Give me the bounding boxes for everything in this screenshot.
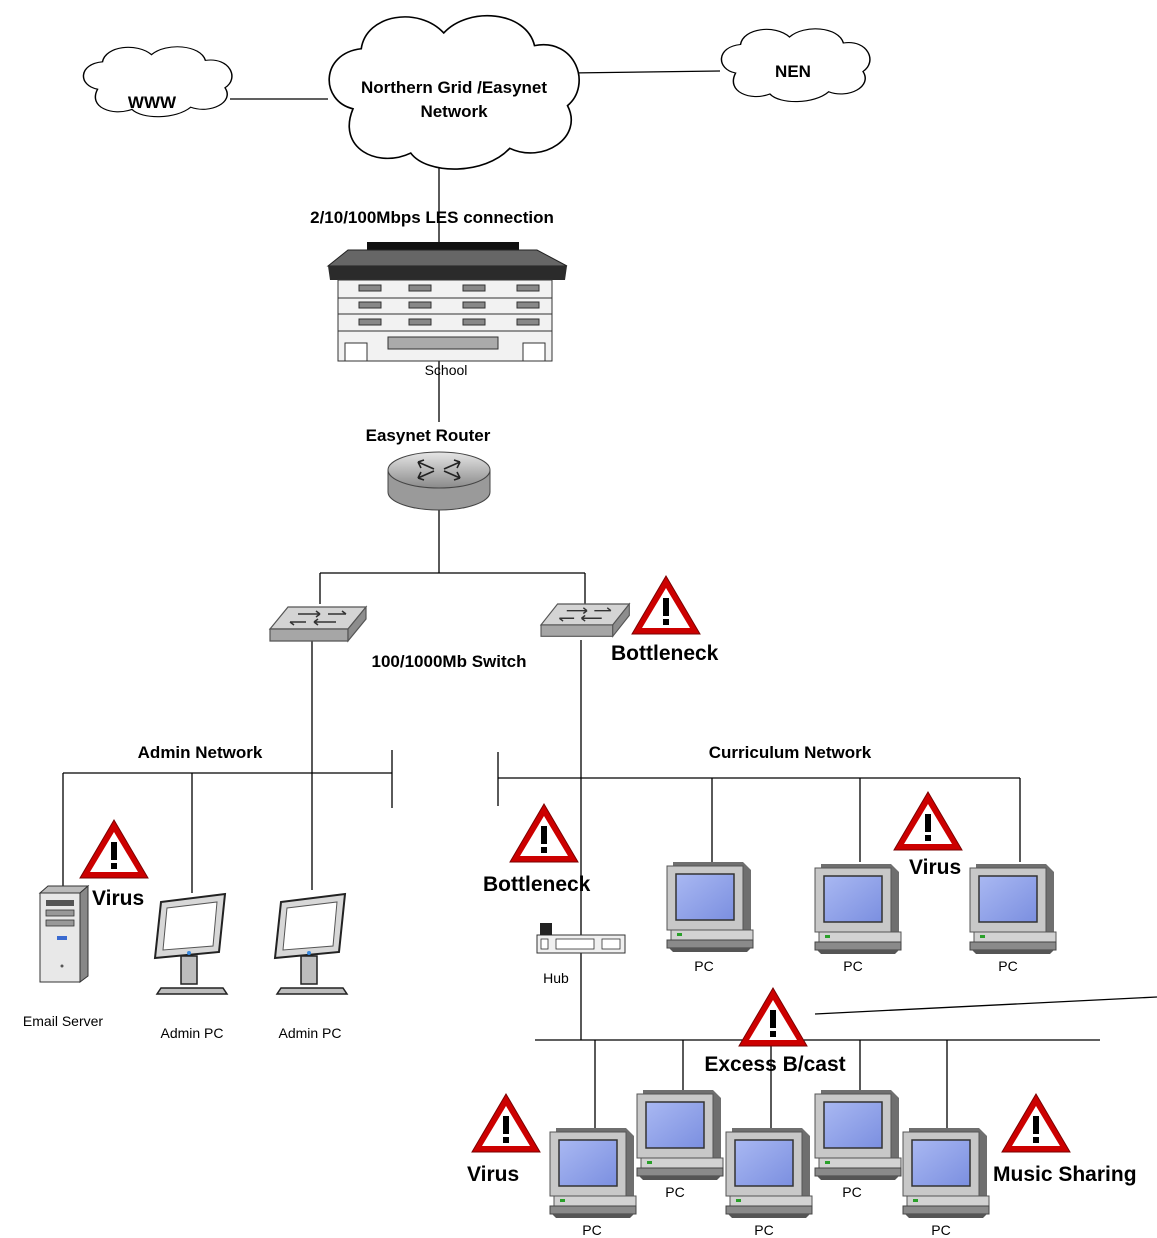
warning-icon-bottleneck-hub xyxy=(509,803,579,863)
lower-pc-4-icon xyxy=(814,1089,902,1181)
warning-icon-virus-curriculum xyxy=(893,791,963,851)
admin-switch-icon xyxy=(269,606,367,642)
curriculum-pc-2-label: PC xyxy=(843,958,862,974)
warning-icon-virus-admin xyxy=(79,819,149,879)
curriculum-pc-3-icon xyxy=(969,863,1057,955)
cloud-grid-label-line2: Network xyxy=(420,102,488,121)
curriculum-pc-3-label: PC xyxy=(998,958,1017,974)
admin-pc-2-label: Admin PC xyxy=(278,1025,341,1041)
router-icon xyxy=(387,451,491,511)
switch-label: 100/1000Mb Switch xyxy=(372,652,527,671)
cloud-www-label: WWW xyxy=(128,93,177,112)
email-server-icon xyxy=(38,884,90,983)
lower-pc-5-icon xyxy=(902,1127,990,1219)
admin-network-label: Admin Network xyxy=(138,743,263,762)
cloud-grid-label-line1: Northern Grid /Easynet xyxy=(361,78,547,97)
curriculum-switch-icon xyxy=(540,603,631,638)
les-connection-label: 2/10/100Mbps LES connection xyxy=(310,208,554,227)
lower-pc-1-icon xyxy=(549,1127,637,1219)
warning-icon-music-sharing xyxy=(1001,1093,1071,1153)
admin-pc-1-icon xyxy=(154,893,228,995)
email-server-label: Email Server xyxy=(23,1013,103,1029)
admin-pc-1-label: Admin PC xyxy=(160,1025,223,1041)
cloud-www: WWW xyxy=(82,46,233,118)
hub-icon xyxy=(536,923,626,954)
cloud-northern-grid: Northern Grid /Easynet Network xyxy=(328,14,580,170)
router-label: Easynet Router xyxy=(366,426,491,445)
connection-lines xyxy=(62,70,1157,1128)
curriculum-pc-1-label: PC xyxy=(694,958,713,974)
admin-pc-2-icon xyxy=(274,893,348,995)
warning-icon-excess-broadcast xyxy=(738,987,808,1047)
curriculum-pc-1-icon xyxy=(666,861,754,953)
excess-broadcast-label: Excess B/cast xyxy=(704,1053,845,1076)
school-building-icon xyxy=(326,242,568,362)
lower-pc-5-label: PC xyxy=(931,1222,950,1238)
lower-pc-3-icon xyxy=(725,1127,813,1219)
lower-pc-2-icon xyxy=(636,1089,724,1181)
warning-icon-bottleneck-switch xyxy=(631,575,701,635)
lower-pc-4-label: PC xyxy=(842,1184,861,1200)
hub-label: Hub xyxy=(543,970,569,986)
bottleneck-hub-label: Bottleneck xyxy=(483,873,591,896)
virus-curriculum-label: Virus xyxy=(909,856,961,879)
curriculum-network-label: Curriculum Network xyxy=(709,743,872,762)
cloud-nen: NEN xyxy=(720,28,871,103)
lower-pc-2-label: PC xyxy=(665,1184,684,1200)
cloud-nen-label: NEN xyxy=(775,62,811,81)
curriculum-pc-2-icon xyxy=(814,863,902,955)
bottleneck-switch-label: Bottleneck xyxy=(611,642,719,665)
warning-icon-virus-lower xyxy=(471,1093,541,1153)
virus-admin-label: Virus xyxy=(92,887,144,910)
school-label: School xyxy=(425,362,468,378)
virus-lower-label: Virus xyxy=(467,1163,519,1186)
lower-pc-3-label: PC xyxy=(754,1222,773,1238)
lower-pc-1-label: PC xyxy=(582,1222,601,1238)
music-sharing-label: Music Sharing xyxy=(993,1163,1137,1186)
